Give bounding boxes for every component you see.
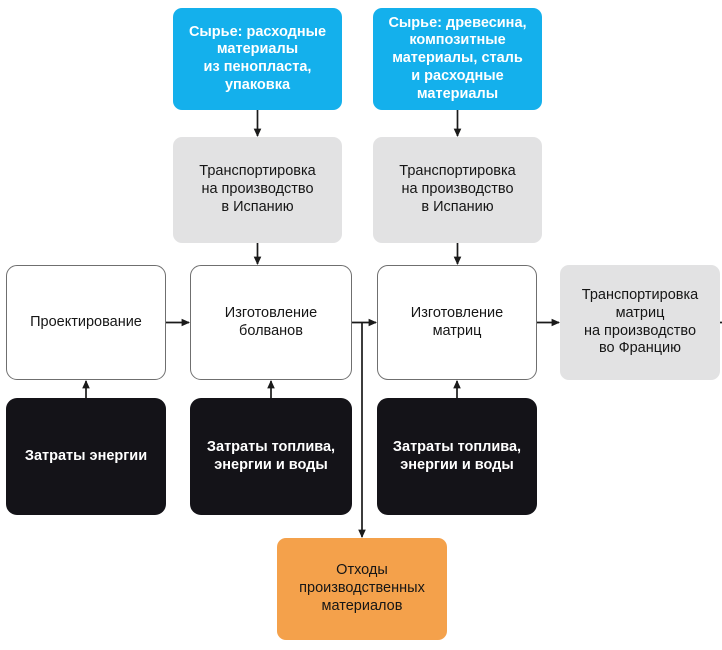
process-plug-making-box[interactable]: Изготовление болванов <box>190 265 352 380</box>
resource-fuel-energy-water-cost-box-2-label: Затраты топлива, энергии и воды <box>392 438 522 473</box>
process-mould-making-box[interactable]: Изготовление матриц <box>377 265 537 380</box>
transport-moulds-to-france-box[interactable]: Транспортировка матриц на производство в… <box>560 265 720 380</box>
waste-production-materials-box-label: Отходы производственных материалов <box>299 562 425 614</box>
process-mould-making-box-label: Изготовление матриц <box>410 304 504 339</box>
process-design-box-label: Проектирование <box>30 313 142 330</box>
transport-moulds-to-france-box-label: Транспортировка матриц на производство в… <box>581 287 699 357</box>
resource-fuel-energy-water-cost-box-1-label: Затраты топлива, энергии и воды <box>206 438 336 473</box>
resource-energy-cost-box[interactable]: Затраты энергии <box>6 398 166 515</box>
raw-material-foam-box-label: Сырье: расходные материалы из пенопласта… <box>188 23 327 93</box>
transport-to-spain-box-1-label: Транспортировка на производство в Испани… <box>199 163 316 215</box>
transport-to-spain-box-1[interactable]: Транспортировка на производство в Испани… <box>173 137 342 243</box>
raw-material-wood-box[interactable]: Сырье: древесина, композитные материалы,… <box>373 8 542 110</box>
waste-production-materials-box[interactable]: Отходы производственных материалов <box>277 538 447 640</box>
resource-energy-cost-box-label: Затраты энергии <box>24 447 148 464</box>
raw-material-wood-box-label: Сырье: древесина, композитные материалы,… <box>388 14 527 102</box>
transport-to-spain-box-2[interactable]: Транспортировка на производство в Испани… <box>373 137 542 243</box>
process-design-box[interactable]: Проектирование <box>6 265 166 380</box>
process-plug-making-box-label: Изготовление болванов <box>224 304 318 339</box>
resource-fuel-energy-water-cost-box-2[interactable]: Затраты топлива, энергии и воды <box>377 398 537 515</box>
raw-material-foam-box[interactable]: Сырье: расходные материалы из пенопласта… <box>173 8 342 110</box>
transport-to-spain-box-2-label: Транспортировка на производство в Испани… <box>399 163 516 215</box>
resource-fuel-energy-water-cost-box-1[interactable]: Затраты топлива, энергии и воды <box>190 398 352 515</box>
